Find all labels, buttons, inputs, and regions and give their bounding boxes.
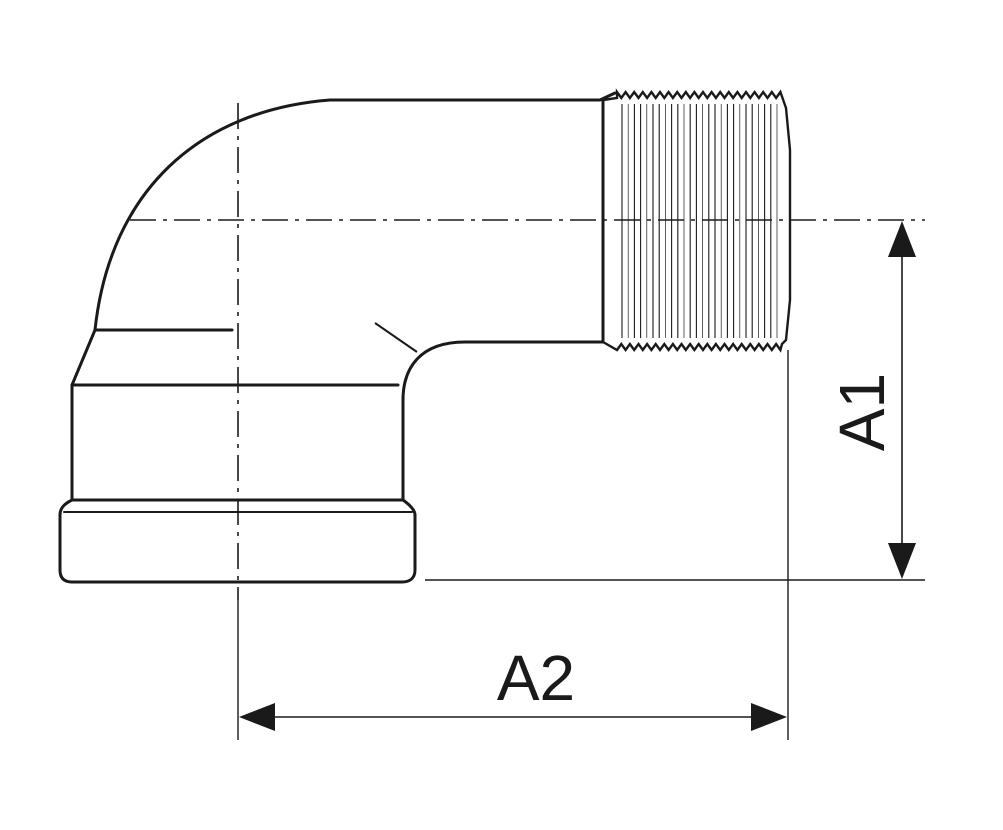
thread-lines: [621, 104, 778, 338]
dimension-a1-arrow-top: [888, 221, 916, 257]
center-lines: [130, 103, 925, 600]
extension-lines: [237, 350, 925, 740]
male-thread: [602, 88, 792, 353]
outer-bend-edge: [93, 91, 617, 332]
fitting-body: [58, 91, 617, 584]
socket-collar: [58, 498, 417, 584]
dimension-a2: A2: [239, 642, 787, 731]
inner-bend-edge: [401, 340, 605, 502]
dimension-a2-arrow-right: [751, 703, 787, 731]
left-flare-edge: [70, 328, 97, 502]
dimension-a1-label: A1: [826, 373, 898, 451]
dimension-a1-arrow-bottom: [888, 543, 916, 579]
dimension-a2-label: A2: [497, 642, 575, 714]
bend-marker-line: [374, 322, 418, 353]
thread-outline: [602, 88, 792, 353]
dimension-a1: A1: [826, 221, 916, 579]
dimension-a2-arrow-left: [239, 703, 275, 731]
